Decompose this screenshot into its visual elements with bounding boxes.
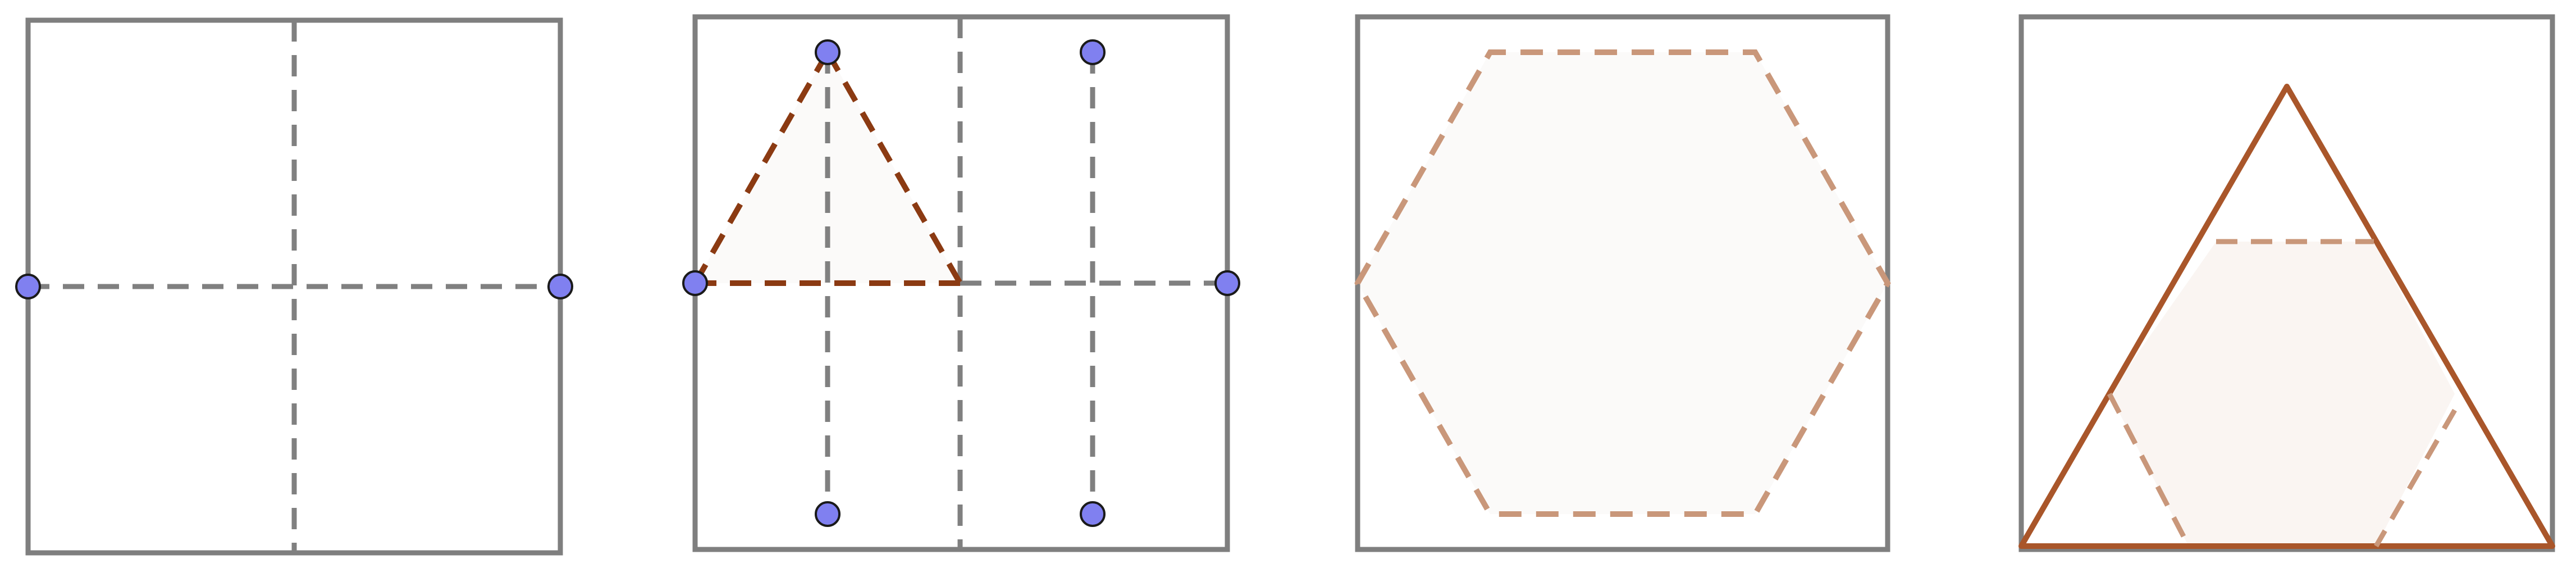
- panel-1: [15, 17, 573, 556]
- fold-point-left: [15, 274, 41, 299]
- hexagon-lower-right-edge: [2374, 408, 2457, 548]
- hexagon-lower-left-edge: [2107, 392, 2191, 548]
- point-bottom-left: [815, 501, 841, 527]
- triangle-outline: [2018, 84, 2555, 549]
- hexagon-outline: [1354, 49, 1891, 517]
- triangle-right-edge: [825, 51, 963, 285]
- point-right: [1214, 270, 1240, 296]
- point-top-right: [1080, 39, 1106, 65]
- fold-point-right: [547, 274, 573, 299]
- triangle-left-edge: [692, 51, 830, 285]
- point-triangle-apex: [815, 39, 841, 65]
- panel-2: [682, 14, 1240, 552]
- panel-4: [2018, 14, 2555, 552]
- point-left: [682, 270, 708, 296]
- point-bottom-right: [1080, 501, 1106, 527]
- hexagon-fill: [1358, 52, 1888, 514]
- square-outline: [2018, 14, 2555, 552]
- hexagon-fill: [2109, 242, 2455, 546]
- panel-3: [1354, 14, 1891, 552]
